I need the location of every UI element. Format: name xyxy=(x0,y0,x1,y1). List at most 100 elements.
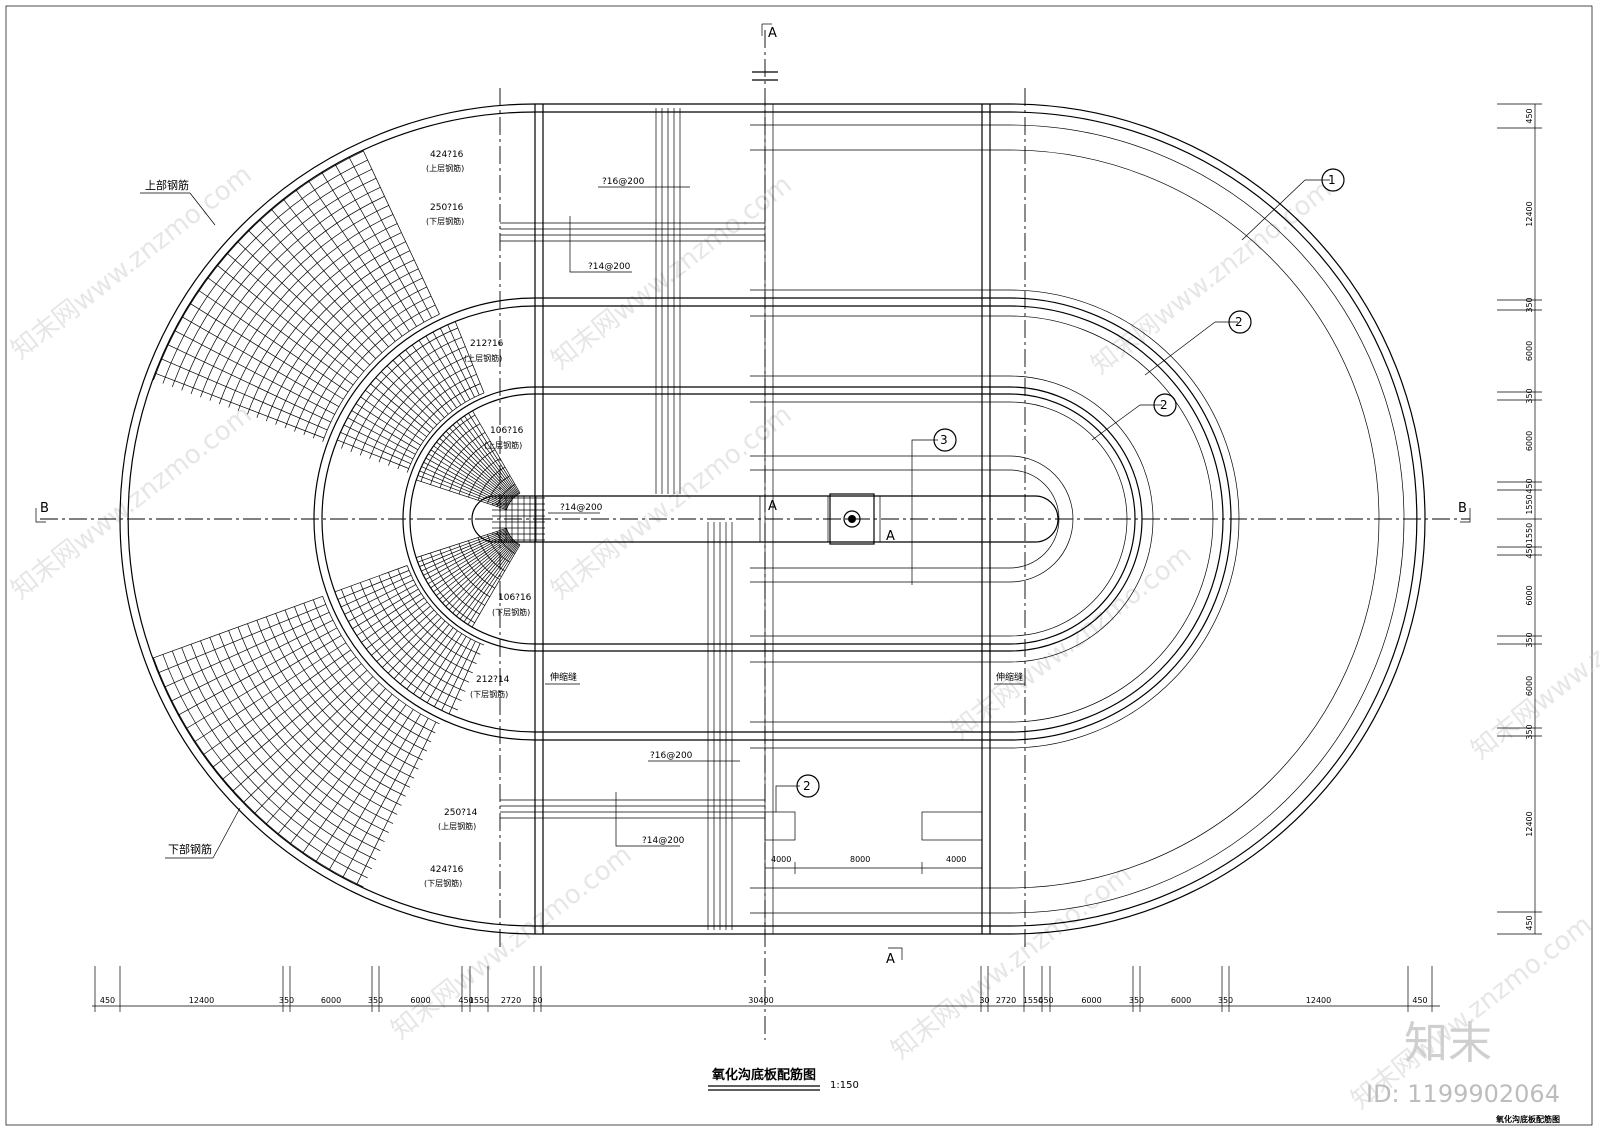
dimension-label: 450 xyxy=(1525,108,1534,123)
watermark-text: 知末网www.znzmo.com xyxy=(1086,175,1338,381)
rebar-mesh-sector xyxy=(416,410,521,510)
dimension-label: 12400 xyxy=(189,996,214,1005)
dimension-label: 450 xyxy=(1412,996,1427,1005)
rebar-label: 424?16 xyxy=(430,150,464,160)
rebar-label: 250?14 xyxy=(444,808,478,818)
rebar-label-sub: (上层钢筋) xyxy=(426,163,464,173)
watermark-text: 知末网www.znzmo.com xyxy=(886,860,1138,1066)
rebar-markers: 1 2 2 3 2 xyxy=(775,168,1345,812)
dimension-label: 450 xyxy=(1525,543,1534,558)
rebar-label-sub: (下层钢筋) xyxy=(426,216,464,226)
marker-number: 2 xyxy=(803,779,811,793)
spacing-label: ?14@200 xyxy=(642,836,685,846)
rebar-label-sub: (上层钢筋) xyxy=(464,353,502,363)
dimension-label: 450 xyxy=(1525,915,1534,930)
spacing-label: ?16@200 xyxy=(602,177,645,187)
rebar-label: 106?16 xyxy=(498,593,532,603)
dimension-label: 1550 xyxy=(1525,523,1534,543)
section-mark-label: B xyxy=(1458,501,1467,516)
dimension-label: 450 xyxy=(458,996,473,1005)
dimension-label: 350 xyxy=(1525,724,1534,739)
rebar-label-sub: (上层钢筋) xyxy=(484,440,522,450)
dimension-label: 350 xyxy=(1129,996,1144,1005)
dimension-label: 2720 xyxy=(501,996,521,1005)
rebar-labels: 424?16 (上层钢筋) 250?16 (下层钢筋) 212?16 (上层钢筋… xyxy=(424,150,532,888)
rebar-label: 250?16 xyxy=(430,203,464,213)
dimension-label: 6000 xyxy=(1525,676,1534,696)
spacing-label: ?16@200 xyxy=(650,751,693,761)
dimension-label: 6000 xyxy=(1525,341,1534,361)
rebar-label-sub: (下层钢筋) xyxy=(470,689,508,699)
dimension-label: 450 xyxy=(1525,478,1534,493)
dimension-label: 6000 xyxy=(1525,585,1534,605)
watermark-text: 知末网www.znzmo.com xyxy=(546,170,798,376)
dimension-label: 350 xyxy=(1525,297,1534,312)
rebar-label: 424?16 xyxy=(430,865,464,875)
drawing-title: 氧化沟底板配筋图 xyxy=(711,1067,816,1083)
right-dimension-chain: 4501240035060003506000450155015504506000… xyxy=(1497,103,1542,935)
dimension-label: 6000 xyxy=(410,996,430,1005)
dimension-label: 1550 xyxy=(1023,996,1043,1005)
dimension-label: 30400 xyxy=(748,996,773,1005)
dimension-label: 350 xyxy=(279,996,294,1005)
marker-number: 2 xyxy=(1160,398,1168,412)
id-label: ID: 1199902064 xyxy=(1366,1080,1560,1108)
callouts: 上部钢筋 下部钢筋 伸缩缝 伸缩缝 xyxy=(140,178,1025,859)
marker-number: 2 xyxy=(1235,315,1243,329)
dimension-label: 4000 xyxy=(946,855,966,864)
section-marks: A A A A B B xyxy=(35,23,1471,967)
rebar-mesh-sector xyxy=(334,565,485,715)
rebar-label-sub: (上层钢筋) xyxy=(438,821,476,831)
rebar-mesh-sector xyxy=(153,149,440,442)
dimension-label: 450 xyxy=(100,996,115,1005)
dimension-label: 8000 xyxy=(850,855,870,864)
section-mark-label: B xyxy=(40,501,49,516)
dimension-label: 350 xyxy=(1218,996,1233,1005)
spacing-labels: ?16@200 ?14@200 ?14@200 ?16@200 ?14@200 xyxy=(548,177,740,847)
rebar-mesh-sector xyxy=(152,595,440,888)
spacing-label: ?14@200 xyxy=(560,503,603,513)
rebar-mesh-sector xyxy=(416,527,521,628)
title-block: 氧化沟底板配筋图 1:150 氧化沟底板配筋图 xyxy=(708,1067,1560,1124)
dimension-label: 12400 xyxy=(1525,811,1534,836)
rebar-label-sub: (下层钢筋) xyxy=(424,878,462,888)
marker-number: 3 xyxy=(940,433,948,447)
dimension-label: 12400 xyxy=(1525,201,1534,226)
brand-logo: 知末 xyxy=(1404,1018,1492,1069)
dimension-label: 1550 xyxy=(1525,494,1534,514)
section-mark-label: A xyxy=(886,529,895,544)
rebar-mesh-sector xyxy=(337,321,485,473)
rebar-label-sub: (下层钢筋) xyxy=(492,607,530,617)
drawing-frame xyxy=(5,5,1593,1126)
dimension-label: 6000 xyxy=(321,996,341,1005)
corner-title: 氧化沟底板配筋图 xyxy=(1495,1114,1560,1124)
section-mark-label: A xyxy=(768,499,777,514)
drawing-scale: 1:150 xyxy=(830,1080,859,1091)
inner-dimensions: 4000 8000 4000 xyxy=(764,855,983,874)
dimension-label: 6000 xyxy=(1171,996,1191,1005)
spacing-label: ?14@200 xyxy=(588,262,631,272)
callout-label: 伸缩缝 xyxy=(996,671,1023,683)
section-mark-label: A xyxy=(886,952,895,967)
callout-label: 上部钢筋 xyxy=(145,178,189,192)
brand-block: 知末 ID: 1199902064 xyxy=(1366,1018,1560,1108)
dimension-label: 6000 xyxy=(1525,431,1534,451)
watermark-text: 知末网www.znzmo.com xyxy=(946,540,1198,746)
rebar-label: 212?16 xyxy=(470,339,504,349)
callout-label: 伸缩缝 xyxy=(550,671,577,683)
radial-rebar-mesh xyxy=(152,149,545,888)
dimension-label: 1550 xyxy=(469,996,489,1005)
dimension-label: 2720 xyxy=(996,996,1016,1005)
dimension-label: 4000 xyxy=(771,855,791,864)
dimension-label: 350 xyxy=(1525,632,1534,647)
dimension-label: 30 xyxy=(532,996,542,1005)
dimension-label: 6000 xyxy=(1081,996,1101,1005)
rebar-label: 106?16 xyxy=(490,426,524,436)
callout-label: 下部钢筋 xyxy=(168,842,212,856)
dimension-label: 450 xyxy=(1038,996,1053,1005)
rebar-label: 212?14 xyxy=(476,675,510,685)
marker-number: 1 xyxy=(1328,173,1336,187)
watermark-text: 知末网www.znzmo.com xyxy=(386,840,638,1046)
